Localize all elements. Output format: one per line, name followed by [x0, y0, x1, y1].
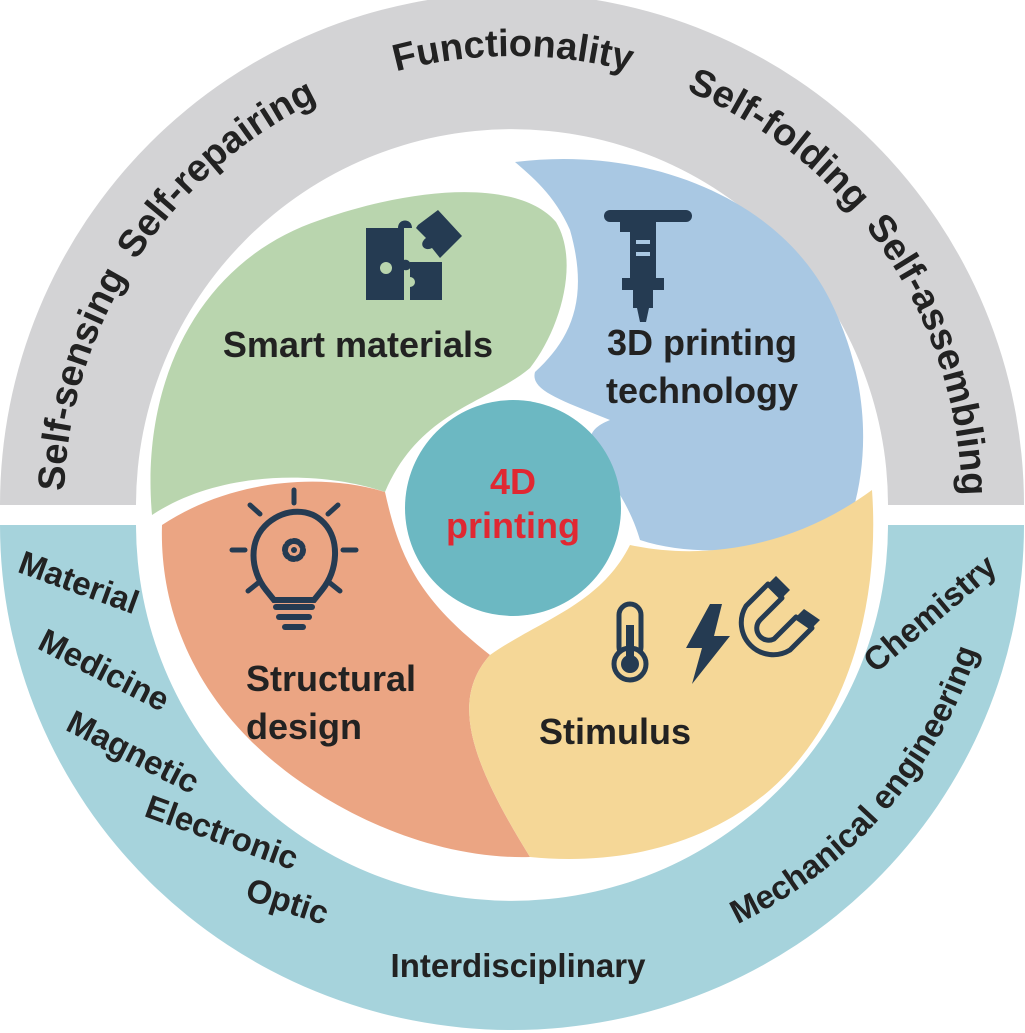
label-stimulus: Stimulus [539, 711, 691, 752]
outer-ring-bottom [0, 525, 1024, 1030]
center-label-line2: printing [446, 505, 580, 546]
magnet-icon [738, 576, 820, 658]
center-circle [405, 400, 621, 616]
jackhammer-icon [604, 210, 692, 322]
ring-word-interdisciplinary: Interdisciplinary [391, 947, 647, 984]
label-3d-printing-line1: 3D printing [607, 322, 797, 363]
thermometer-icon [611, 601, 649, 683]
label-3d-printing-line2: technology [606, 370, 798, 411]
center-label-line1: 4D [490, 461, 536, 502]
petal-smart-materials [150, 192, 567, 515]
puzzle-icon [366, 210, 462, 300]
label-structural-line1: Structural [246, 658, 416, 699]
label-smart-materials: Smart materials [223, 324, 493, 365]
lightbulb-gear-icon [229, 487, 359, 630]
outer-ring-top [0, 0, 1024, 505]
lightning-icon [686, 604, 730, 684]
label-structural-line2: design [246, 706, 362, 747]
petal-structural-design [161, 481, 530, 858]
